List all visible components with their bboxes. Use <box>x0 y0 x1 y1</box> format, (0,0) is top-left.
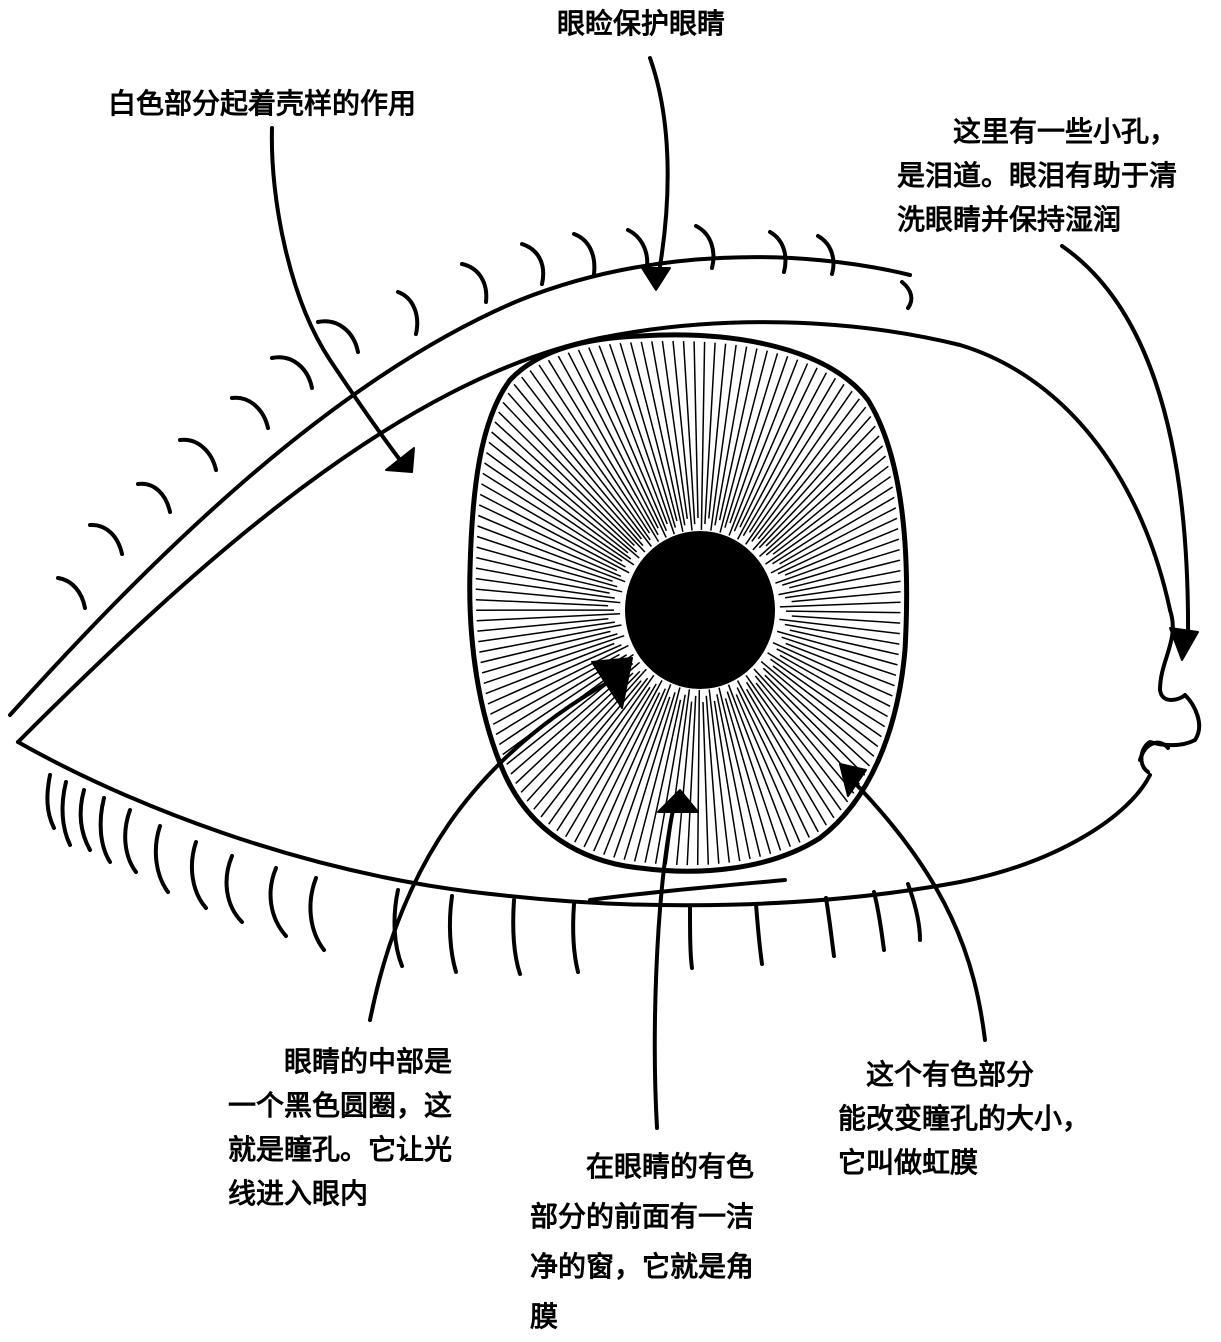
iris-line-1: 这个有色部分 <box>838 1053 1090 1097</box>
cornea-line-2: 部分的前面有一洁 <box>530 1192 754 1242</box>
tear-duct-arrowhead <box>1170 628 1198 660</box>
pupil <box>626 532 774 688</box>
eyelid-leader-line <box>650 58 668 278</box>
lower-lid-crease <box>590 880 785 900</box>
pupil-line-2: 一个黑色圆圈，这 <box>228 1084 452 1128</box>
eyelid-label-text: 眼睑保护眼睛 <box>557 2 725 46</box>
sclera-arrowhead <box>386 448 414 472</box>
eyelid-arrowhead <box>642 268 670 290</box>
pupil-line-1: 眼睛的中部是 <box>228 1040 452 1084</box>
pupil-label: 眼睛的中部是 一个黑色圆圈，这 就是瞳孔。它让光 线进入眼内 <box>228 1040 452 1216</box>
tear-duct-line-2: 是泪道。眼泪有助于清 <box>897 154 1177 198</box>
tear-duct-line-1: 这里有一些小孔， <box>897 110 1177 154</box>
iris-line-2: 能改变瞳孔的大小， <box>838 1097 1090 1141</box>
sclera-label-text: 白色部分起着壳样的作用 <box>108 82 416 126</box>
iris-label: 这个有色部分 能改变瞳孔的大小， 它叫做虹膜 <box>838 1053 1090 1185</box>
iris-line-3: 它叫做虹膜 <box>838 1141 1090 1185</box>
tear-duct-line-3: 洗眼睛并保持湿润 <box>897 198 1177 242</box>
tear-duct-label: 这里有一些小孔， 是泪道。眼泪有助于清 洗眼睛并保持湿润 <box>897 110 1177 242</box>
cornea-line-3: 净的窗，它就是角 <box>530 1242 754 1292</box>
eyelid-label: 眼睑保护眼睛 <box>557 2 725 46</box>
cornea-label: 在眼睛的有色 部分的前面有一洁 净的窗，它就是角 膜 <box>530 1142 754 1342</box>
pupil-line-3: 就是瞳孔。它让光 <box>228 1128 452 1172</box>
cornea-line-1: 在眼睛的有色 <box>530 1142 754 1192</box>
sclera-leader-line <box>272 128 400 460</box>
pupil-line-4: 线进入眼内 <box>228 1172 452 1216</box>
tear-duct-leader-line <box>1062 246 1188 640</box>
cornea-line-4: 膜 <box>530 1292 754 1342</box>
sclera-label: 白色部分起着壳样的作用 <box>108 82 416 126</box>
